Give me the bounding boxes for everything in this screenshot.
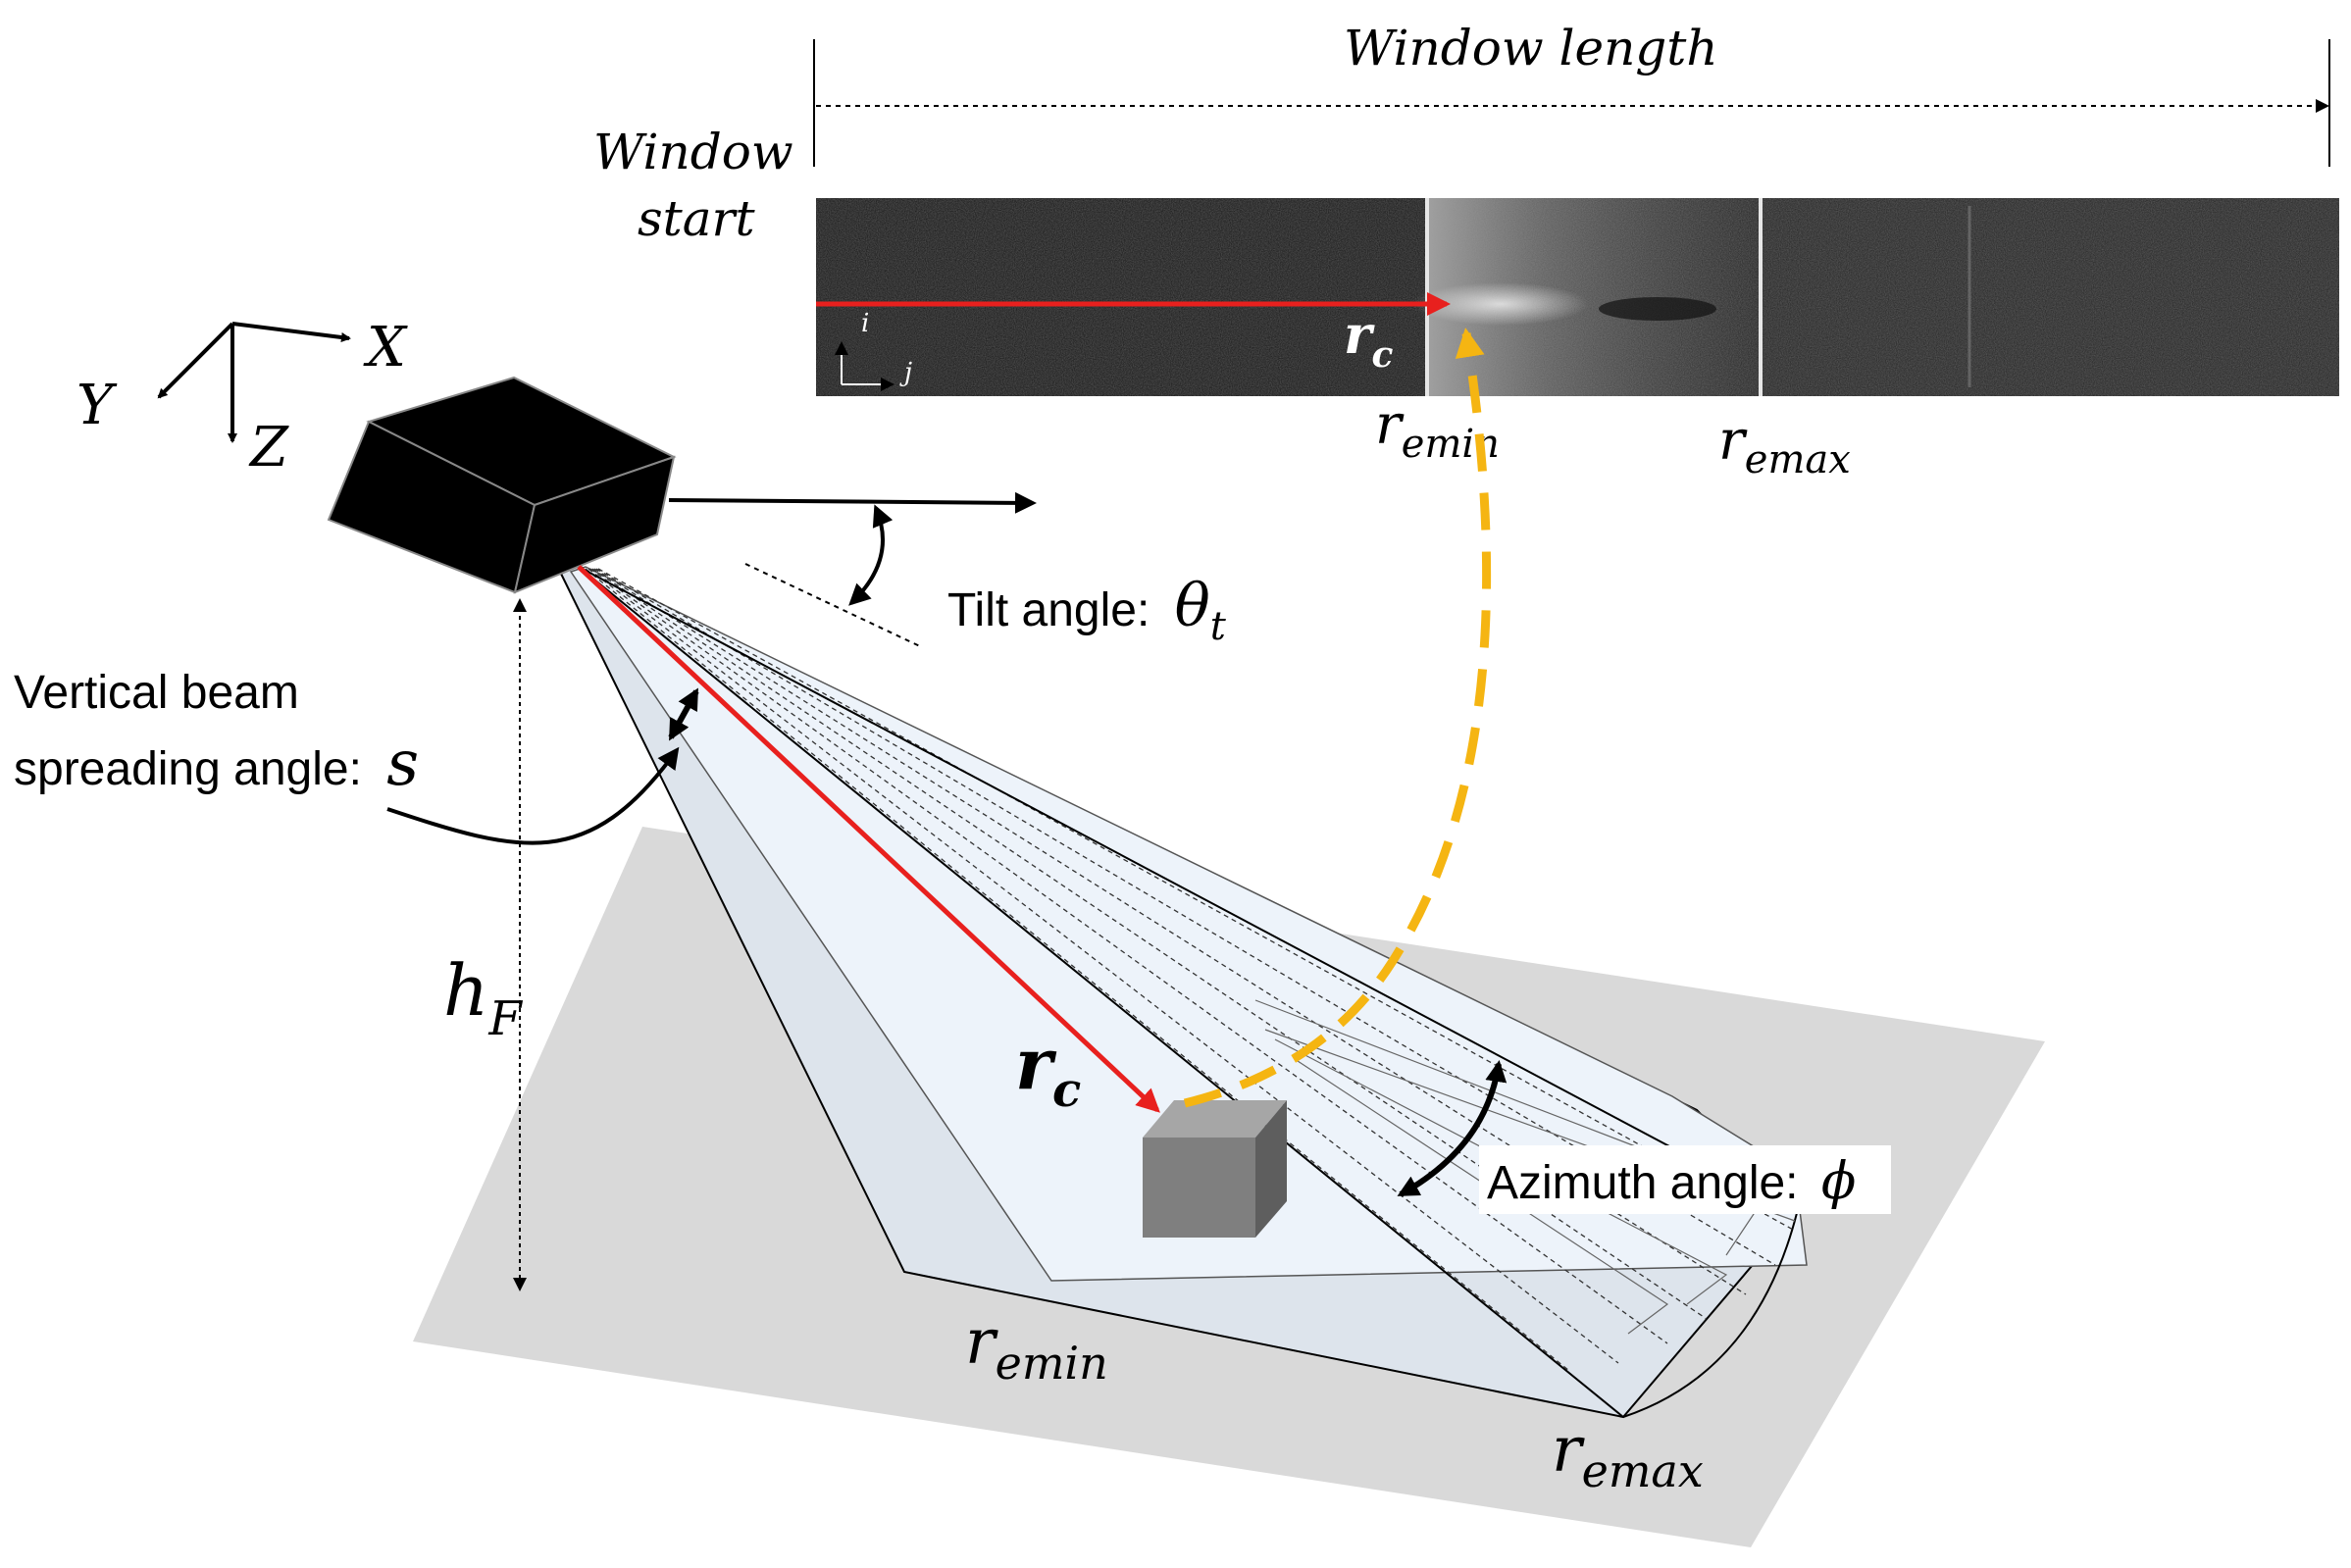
remax-seabed-label: remax [1552, 1414, 1704, 1497]
coordinate-axes [157, 322, 351, 443]
azimuth-label: Azimuth angle: ϕ [1487, 1152, 1856, 1211]
target-cube [1143, 1100, 1287, 1238]
axis-z-label: Z [248, 416, 289, 480]
window-start-label-line2: start [638, 190, 755, 247]
height-label: hF [443, 949, 523, 1046]
azimuth-annotation: Azimuth angle: ϕ [1397, 1060, 1891, 1214]
height-annotation: hF [443, 598, 527, 1291]
image-rc-label: rc [1344, 303, 1393, 376]
slant-range-arrow [577, 565, 1160, 1113]
image-axis-i-label: i [861, 309, 869, 338]
axis-x-label: X [363, 316, 408, 379]
image-remax-label: remax [1718, 409, 1851, 482]
window-length-label: Window length [1344, 20, 1718, 76]
window-start-label-line1: Window [593, 124, 793, 180]
window-length-annotation: Window length Window start [593, 20, 2330, 247]
axis-y-label: Y [77, 374, 118, 437]
sonar-device [327, 376, 677, 594]
remin-seabed-label: remin [965, 1306, 1108, 1390]
tilt-angle-annotation: Tilt angle: θt [668, 491, 1227, 649]
tilt-angle-label: Tilt angle: θt [947, 572, 1227, 649]
slant-range-label: rc [1015, 1022, 1081, 1118]
mapping-arrow [1183, 328, 1492, 1108]
vertical-spread-annotation: Vertical beam spreading angle: s [14, 667, 699, 845]
vertical-spread-label-line2: spreading angle: s [14, 728, 419, 800]
vertical-spread-label-line1: Vertical beam [14, 667, 299, 719]
sonar-image: i j rc [816, 198, 2339, 396]
